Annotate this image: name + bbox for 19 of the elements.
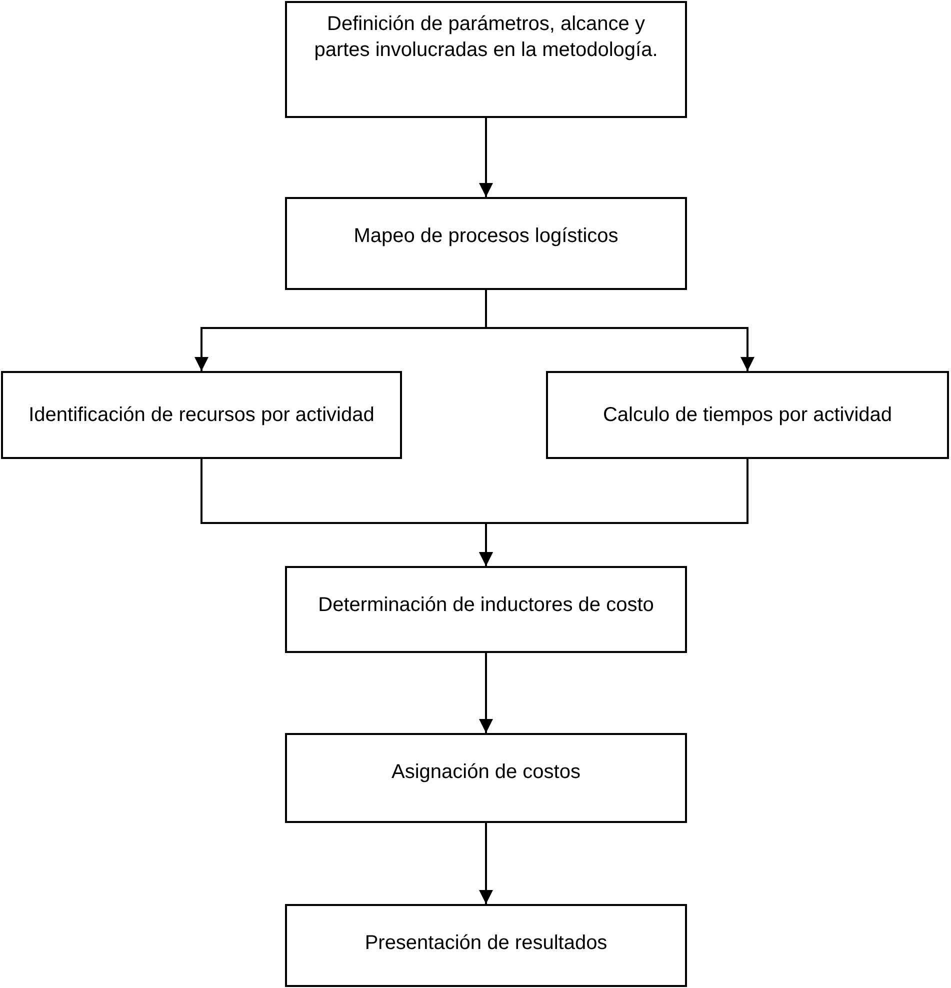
process-box [1,371,402,459]
process-box [285,733,687,823]
process-box [285,566,687,653]
process-box [546,371,949,459]
process-box [285,197,687,290]
process-box [285,904,687,987]
box-text: Determinación de inductores de costo [318,593,654,618]
box-text: Asignación de costos [391,760,580,785]
arrow [479,653,493,733]
box-text: Definición de parámetros, alcance y partes involucradas en la metodología. [313,12,659,63]
arrow [479,823,493,904]
box-text: Mapeo de procesos logísticos [354,224,618,249]
box-text: Calculo de tiempos por actividad [602,403,892,428]
box-text: Identificación de recursos por actividad [28,403,374,428]
box-text: Presentación de resultados [364,931,608,956]
arrow [479,459,748,566]
arrow [485,290,754,371]
process-box [285,1,687,118]
arrow [479,118,493,197]
